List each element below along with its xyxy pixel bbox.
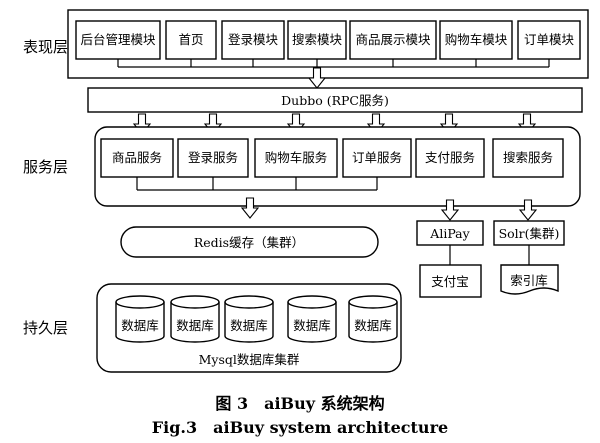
svg-text:购物车模块: 购物车模块 xyxy=(445,32,508,47)
svg-text:登录模块: 登录模块 xyxy=(228,32,279,47)
module-admin: 后台管理模块 xyxy=(75,20,161,60)
service-to-redis-connectors xyxy=(136,177,378,191)
svg-text:订单服务: 订单服务 xyxy=(352,150,402,165)
database-4: 数据库 xyxy=(287,295,337,343)
alipay-box: AliPay xyxy=(416,220,484,246)
svg-text:首页: 首页 xyxy=(178,32,203,47)
module-home: 首页 xyxy=(165,20,217,60)
module-login: 登录模块 xyxy=(221,20,285,60)
layer-label-persistence: 持久层 xyxy=(23,319,68,337)
service-product: 商品服务 xyxy=(100,138,174,178)
database-5: 数据库 xyxy=(348,295,398,343)
solr-box: Solr(集群) xyxy=(493,220,565,246)
caption-en: Fig.3 aiBuy system architecture xyxy=(152,418,448,437)
svg-text:数据库: 数据库 xyxy=(230,318,268,333)
svg-text:搜索服务: 搜索服务 xyxy=(503,150,553,165)
layer-label-service: 服务层 xyxy=(23,158,68,176)
svg-text:购物车服务: 购物车服务 xyxy=(265,150,328,165)
alipay-target: 支付宝 xyxy=(419,264,482,298)
index-store-label: 索引库 xyxy=(510,273,548,288)
presentation-connectors xyxy=(117,59,550,68)
rpc-label: Dubbo (RPC服务) xyxy=(281,93,389,108)
databases: 数据库 数据库 数据库 数据库 数据库 xyxy=(115,295,398,343)
svg-text:数据库: 数据库 xyxy=(121,318,159,333)
alipay-target-label: 支付宝 xyxy=(431,274,469,289)
svg-text:数据库: 数据库 xyxy=(176,318,214,333)
svg-text:登录服务: 登录服务 xyxy=(188,150,238,165)
redis-cluster: Redis缓存（集群） xyxy=(120,226,379,258)
service-login: 登录服务 xyxy=(177,138,249,178)
database-3: 数据库 xyxy=(224,295,274,343)
index-store: 索引库 xyxy=(500,264,559,295)
services: 商品服务 登录服务 购物车服务 订单服务 支付服务 搜索服务 xyxy=(100,138,564,178)
database-2: 数据库 xyxy=(170,295,220,343)
mysql-cluster-label: Mysql数据库集群 xyxy=(199,352,300,367)
svg-text:数据库: 数据库 xyxy=(354,318,392,333)
caption-cn: 图 3 aiBuy 系统架构 xyxy=(215,394,384,413)
presentation-modules: 后台管理模块 首页 登录模块 搜索模块 商品展示模块 购物车模块 订单模块 xyxy=(75,20,581,60)
svg-text:后台管理模块: 后台管理模块 xyxy=(80,32,156,47)
module-search: 搜索模块 xyxy=(287,20,347,60)
svg-text:支付服务: 支付服务 xyxy=(425,150,475,165)
module-order: 订单模块 xyxy=(517,20,581,60)
service-cart: 购物车服务 xyxy=(254,138,338,178)
alipay-label: AliPay xyxy=(429,226,470,241)
solr-label: Solr(集群) xyxy=(499,226,560,241)
service-payment: 支付服务 xyxy=(415,138,485,178)
svg-text:订单模块: 订单模块 xyxy=(524,32,575,47)
database-1: 数据库 xyxy=(115,295,165,343)
rpc-bar: Dubbo (RPC服务) xyxy=(87,87,583,113)
service-search: 搜索服务 xyxy=(492,138,564,178)
module-product-display: 商品展示模块 xyxy=(349,20,437,60)
module-cart: 购物车模块 xyxy=(439,20,513,60)
redis-label: Redis缓存（集群） xyxy=(194,235,304,250)
svg-text:搜索模块: 搜索模块 xyxy=(292,32,343,47)
svg-text:商品服务: 商品服务 xyxy=(112,150,162,165)
svg-text:商品展示模块: 商品展示模块 xyxy=(355,32,431,47)
layer-label-presentation: 表现层 xyxy=(23,38,68,56)
svg-text:数据库: 数据库 xyxy=(293,318,331,333)
service-order: 订单服务 xyxy=(342,138,412,178)
